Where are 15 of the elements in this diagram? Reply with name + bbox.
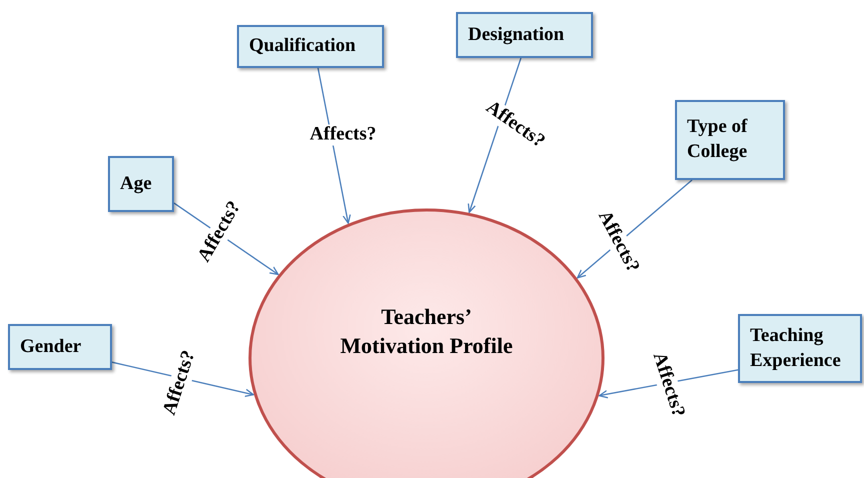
factor-label: Gender: [20, 334, 82, 359]
factor-box: [108, 156, 174, 212]
factor-box: [456, 12, 593, 58]
factor-box: [237, 25, 384, 68]
edge-label: Affects?: [308, 124, 378, 146]
arrow: [468, 58, 522, 213]
factor-label: Teaching Experience: [750, 324, 842, 372]
factor-label: Designation: [468, 22, 564, 47]
factor-box: [675, 100, 785, 180]
factor-label: Age: [120, 172, 152, 196]
factor-label: Qualification: [249, 34, 356, 58]
node-title: Teachers’ Motivation Profile: [339, 303, 514, 360]
factor-box: [738, 314, 862, 383]
factor-box: [8, 324, 112, 370]
factor-label: Type of College: [687, 115, 748, 164]
